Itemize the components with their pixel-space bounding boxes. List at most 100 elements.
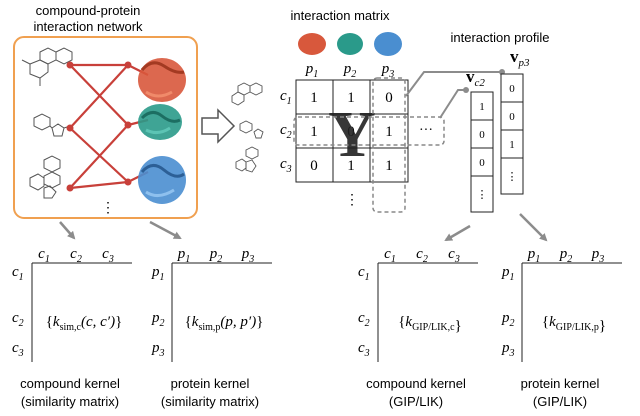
kernel-caption-line2: (similarity matrix) [21, 394, 119, 409]
matrix-col-more: ⋮ [345, 193, 359, 208]
kernel-index-label: c3 [102, 246, 114, 265]
arrow-to-compound-kernel [59, 221, 76, 240]
kernel-index-label: p1 [501, 264, 515, 283]
kernel-index-label: c1 [358, 264, 370, 283]
protein-structure-red [138, 58, 186, 102]
transform-arrow [201, 108, 236, 144]
vector-cell-value: 1 [479, 101, 485, 113]
arrow-to-protein-kernel [149, 220, 182, 240]
matrix-col-label: p1 [305, 61, 319, 80]
compound-structure-2 [33, 113, 71, 137]
kernel-index-label: p2 [559, 246, 573, 265]
vc-label: vc2 [466, 67, 485, 89]
matrix-row-label: c1 [280, 88, 292, 107]
kernel-caption-line1: protein kernel [521, 376, 600, 391]
kernel-index-label: p2 [209, 246, 223, 265]
kernel-index-label: c2 [70, 246, 82, 265]
matrix-cell: 1 [310, 90, 318, 106]
kernel-index-label: c3 [12, 340, 24, 359]
network-edges [69, 63, 149, 190]
compound-icon-row-3 [235, 146, 259, 173]
kernel-caption-line1: protein kernel [171, 376, 250, 391]
protein-structure-teal [138, 104, 182, 140]
kernel-index-label: c1 [384, 246, 396, 265]
network-ellipsis: ⋮ [101, 201, 115, 216]
profile-title: interaction profile [451, 30, 550, 45]
protein-icon-teal [337, 33, 363, 55]
protein-structure-blue [138, 156, 186, 204]
network-nodes [66, 61, 132, 192]
vector-cell-value: 0 [479, 157, 485, 169]
network-border [13, 36, 198, 219]
network-title-line2: interaction network [33, 19, 143, 34]
matrix-col-label: p2 [343, 61, 357, 80]
matrix-cell: 1 [385, 158, 393, 174]
matrix-col-labels: p1 p2 p3 [305, 61, 395, 80]
kernel-index-label: p3 [241, 246, 255, 265]
vector-cell-value: 0 [509, 83, 515, 95]
compound-structure-1 [21, 47, 73, 86]
matrix-cell: 1 [347, 90, 355, 106]
matrix-symbol: Y [328, 98, 376, 171]
vp-label: vp3 [510, 47, 530, 69]
kernel-caption-line1: compound kernel [20, 376, 120, 391]
kernel-index-label: p3 [151, 340, 165, 359]
kernel-index-label: p2 [501, 310, 515, 329]
kernel-index-label: c2 [12, 310, 24, 329]
connector-c2 [439, 89, 466, 119]
kernel-index-label: c1 [38, 246, 50, 265]
compound-icon-row-1 [231, 82, 263, 106]
vector-cell-value: ⋮ [507, 171, 518, 183]
vector-cell-value: 0 [479, 129, 485, 141]
kernel-caption-line2: (similarity matrix) [161, 394, 259, 409]
kernel-index-label: c1 [12, 264, 24, 283]
kernel-index-label: p1 [151, 264, 165, 283]
kernel-formula: {kGIP/LIK,c} [398, 314, 462, 334]
compound-icon-row-2 [239, 120, 264, 139]
kernel-formula: {ksim,p(p, p′)} [185, 314, 264, 333]
kernel-index-label: p3 [591, 246, 605, 265]
interaction-profile-panel: interaction profile vc2 vp3 1 0 0 ⋮ 0 0 1 ⋮ [405, 30, 550, 242]
network-panel: compound-protein interaction network [13, 3, 198, 240]
matrix-grid [295, 79, 409, 183]
vector-cell-box [470, 175, 494, 213]
kernel-caption-line1: compound kernel [366, 376, 466, 391]
col-highlight-p3 [372, 77, 406, 213]
kernel-index-label: p1 [177, 246, 191, 265]
interaction-matrix-panel: interaction matrix p1 p2 p3 c1 [231, 8, 445, 213]
kernel-index-label: c2 [416, 246, 428, 265]
vc-vector: 1 0 0 ⋮ [470, 91, 494, 213]
matrix-title: interaction matrix [291, 8, 390, 23]
vector-cell-value: 0 [509, 111, 515, 123]
kernel-index-label: p2 [151, 310, 165, 329]
row-highlight-c2 [293, 116, 445, 146]
matrix-col-label: p3 [381, 61, 395, 80]
matrix-cell: 1 [310, 124, 318, 140]
matrix-row-label: c3 [280, 156, 292, 175]
vector-cell-box [500, 157, 524, 195]
kernel-index-label: c2 [358, 310, 370, 329]
kernel-index-label: c3 [358, 340, 370, 359]
matrix-row-labels: c1 c2 c3 [280, 88, 292, 175]
protein-icon-red [298, 33, 326, 55]
kernel-formula: {kGIP/LIK,p} [542, 314, 606, 334]
matrix-cell: 0 [347, 124, 355, 140]
kernel-caption-line2: (GIP/LIK) [533, 394, 587, 409]
matrix-cell: 0 [385, 90, 393, 106]
arrow-to-compound-kernel-gip [444, 224, 471, 242]
matrix-row-more: ··· [419, 123, 433, 138]
matrix-cell: 1 [385, 124, 393, 140]
network-title-line1: compound-protein [36, 3, 141, 18]
vp-vector: 001⋮ [500, 73, 524, 195]
connector-p3 [405, 71, 502, 97]
compound-structure-3 [29, 155, 61, 199]
kernel-index-label: c3 [448, 246, 460, 265]
matrix-cell: 0 [310, 158, 318, 174]
kernel-index-label: p1 [527, 246, 541, 265]
vector-cell-value: ⋮ [477, 189, 488, 201]
